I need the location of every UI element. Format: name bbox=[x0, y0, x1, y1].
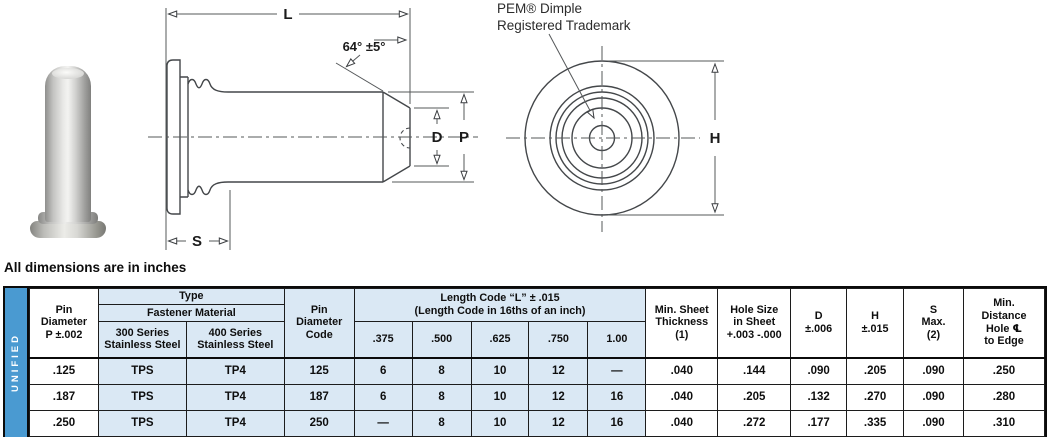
technical-drawing: L 64° ±5° D P S bbox=[148, 1, 724, 250]
cell-300-series: TPS bbox=[97, 356, 187, 385]
unified-band: UNIFIED bbox=[5, 288, 29, 437]
cell-d: .177 bbox=[790, 409, 848, 437]
cell-length-375: — bbox=[353, 409, 413, 437]
dim-angle bbox=[335, 36, 408, 92]
header-h: H ±.015 bbox=[846, 288, 905, 358]
spec-table: Pin Diameter P ±.002 Type Pin Diameter C… bbox=[28, 288, 1046, 437]
cell-h: .335 bbox=[846, 409, 905, 437]
header-length-750: .750 bbox=[528, 321, 589, 358]
cell-pin-diameter: .125 bbox=[28, 356, 99, 385]
header-s: S Max. (2) bbox=[903, 288, 964, 358]
cell-h: .205 bbox=[846, 356, 905, 385]
cell-length-625: 10 bbox=[470, 383, 530, 411]
header-length-375: .375 bbox=[353, 321, 413, 358]
cell-min-sheet: .040 bbox=[645, 383, 719, 411]
header-length-100: 1.00 bbox=[587, 321, 647, 358]
dim-P-label: P bbox=[459, 129, 469, 146]
units-note: All dimensions are in inches bbox=[4, 260, 187, 275]
dim-P bbox=[388, 91, 474, 183]
cell-length-625: 10 bbox=[470, 356, 530, 385]
cell-length-375: 6 bbox=[353, 383, 413, 411]
cell-length-625: 10 bbox=[470, 409, 530, 437]
cell-h: .270 bbox=[846, 383, 905, 411]
cell-300-series: TPS bbox=[97, 409, 187, 437]
dim-L bbox=[165, 8, 411, 250]
header-fastener-material: Fastener Material bbox=[97, 304, 285, 322]
cell-length-100: 16 bbox=[587, 383, 647, 411]
cell-hole-size: .205 bbox=[717, 383, 792, 411]
dim-D bbox=[414, 107, 449, 167]
cell-length-750: 12 bbox=[528, 383, 589, 411]
cell-s: .090 bbox=[903, 383, 964, 411]
cell-s: .090 bbox=[903, 356, 964, 385]
cell-300-series: TPS bbox=[97, 383, 187, 411]
unified-band-label: UNIFIED bbox=[10, 332, 22, 392]
cell-min-distance: .310 bbox=[962, 409, 1046, 437]
header-length-625: .625 bbox=[470, 321, 530, 358]
header-length-500: .500 bbox=[411, 321, 472, 358]
cell-pin-code: 125 bbox=[283, 356, 355, 385]
pin-photo bbox=[15, 52, 120, 238]
table-row: .125 TPS TP4 125 6 8 10 12 — .040 .144 .… bbox=[28, 356, 1046, 385]
dim-D-label: D bbox=[432, 129, 443, 146]
header-pin-diameter: Pin Diameter P ±.002 bbox=[28, 288, 99, 358]
pin-photo-top-face bbox=[52, 68, 84, 79]
top-view-centerlines bbox=[506, 46, 700, 232]
cell-length-500: 8 bbox=[411, 356, 472, 385]
pin-photo-base-flange bbox=[30, 221, 106, 238]
cell-hole-size: .272 bbox=[717, 409, 792, 437]
cell-s: .090 bbox=[903, 409, 964, 437]
dimple-leader-line bbox=[548, 33, 595, 120]
cell-pin-diameter: .250 bbox=[28, 409, 99, 437]
cell-pin-diameter: .187 bbox=[28, 383, 99, 411]
cell-length-100: 16 bbox=[587, 409, 647, 437]
dimple-annotation-line1: PEM® Dimple bbox=[497, 1, 582, 16]
cell-length-375: 6 bbox=[353, 356, 413, 385]
table-row: .187 TPS TP4 187 6 8 10 12 16 .040 .205 … bbox=[28, 383, 1046, 411]
cell-400-series: TP4 bbox=[185, 356, 285, 385]
cell-min-distance: .250 bbox=[962, 356, 1046, 385]
header-d: D ±.006 bbox=[790, 288, 848, 358]
header-hole-size: Hole Size in Sheet +.003 -.000 bbox=[717, 288, 792, 358]
header-pin-code: Pin Diameter Code bbox=[283, 288, 355, 358]
cell-min-distance: .280 bbox=[962, 383, 1046, 411]
cell-d: .132 bbox=[790, 383, 848, 411]
cell-length-750: 12 bbox=[528, 409, 589, 437]
cell-length-750: 12 bbox=[528, 356, 589, 385]
cell-pin-code: 187 bbox=[283, 383, 355, 411]
dim-S-label: S bbox=[192, 233, 202, 250]
cell-min-sheet: .040 bbox=[645, 409, 719, 437]
header-length-code: Length Code “L” ± .015 (Length Code in 1… bbox=[353, 288, 647, 322]
dim-H-label: H bbox=[710, 130, 721, 147]
dim-angle-label: 64° ±5° bbox=[343, 39, 386, 54]
cell-length-500: 8 bbox=[411, 409, 472, 437]
cell-min-sheet: .040 bbox=[645, 356, 719, 385]
cell-d: .090 bbox=[790, 356, 848, 385]
cell-400-series: TP4 bbox=[185, 409, 285, 437]
dimple-annotation-line2: Registered Trademark bbox=[497, 18, 631, 33]
cell-length-500: 8 bbox=[411, 383, 472, 411]
header-type: Type bbox=[97, 288, 285, 305]
dim-S bbox=[167, 190, 231, 250]
cell-length-100: — bbox=[587, 356, 647, 385]
table-row: .250 TPS TP4 250 — 8 10 12 16 .040 .272 … bbox=[28, 409, 1046, 437]
pin-photo-shank bbox=[45, 66, 91, 222]
dim-H bbox=[608, 60, 724, 216]
header-400-series: 400 Series Stainless Steel bbox=[185, 321, 285, 358]
header-min-distance: Min. Distance Hole ℄ to Edge bbox=[962, 288, 1046, 358]
header-300-series: 300 Series Stainless Steel bbox=[97, 321, 187, 358]
cell-400-series: TP4 bbox=[185, 383, 285, 411]
dim-L-label: L bbox=[283, 6, 292, 23]
cell-hole-size: .144 bbox=[717, 356, 792, 385]
spec-table-wrap: UNIFIED Pin Diameter P ±.002 Type Pin Di… bbox=[3, 286, 1047, 437]
header-min-sheet: Min. Sheet Thickness (1) bbox=[645, 288, 719, 358]
cell-pin-code: 250 bbox=[283, 409, 355, 437]
